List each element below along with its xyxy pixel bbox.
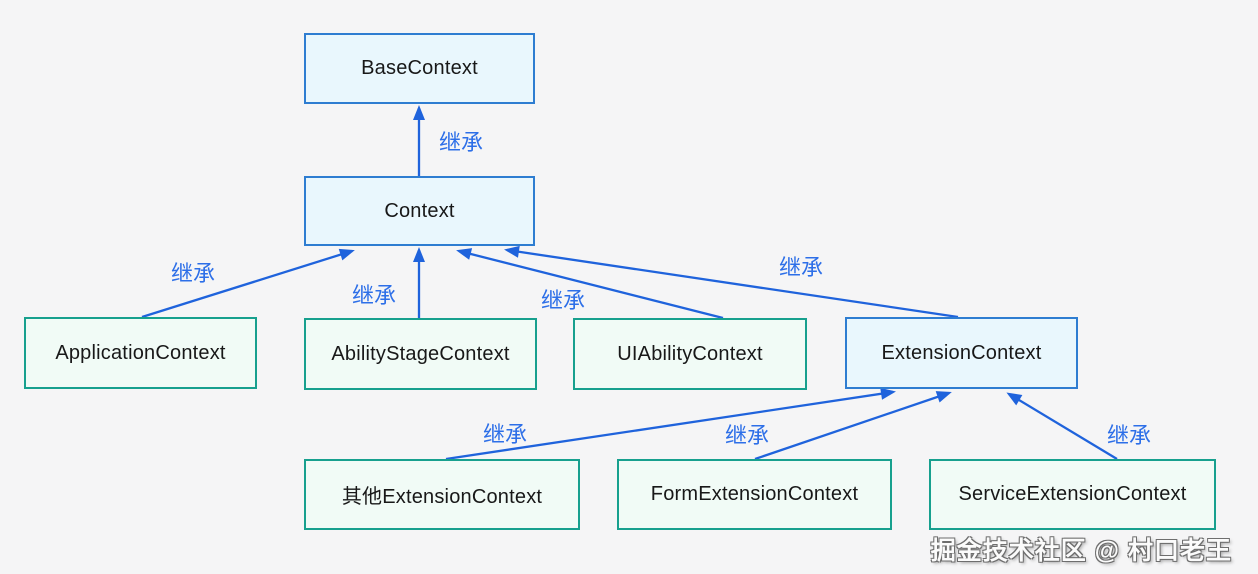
node-other-extension-context-label: 其他ExtensionContext (341, 486, 543, 508)
inherit-label: 继承 (1106, 423, 1152, 448)
node-context-label: Context (384, 199, 455, 222)
node-ability-stage-context: AbilityStageContext (304, 318, 537, 390)
node-uiability-context: UIAbilityContext (573, 318, 807, 390)
node-extension-context: ExtensionContext (845, 317, 1078, 389)
node-application-context-label: ApplicationContext (55, 341, 226, 364)
node-form-extension-context: FormExtensionContext (617, 459, 892, 530)
node-base-context: BaseContext (304, 33, 535, 104)
watermark: 掘金技术社区 @ 村口老王 (930, 537, 1232, 565)
inherit-arrow-serviceextensioncontext-to-extensioncontext (1006, 392, 1118, 460)
inherit-arrow-uiabilitycontext-to-context (456, 248, 724, 320)
inherit-label: 继承 (482, 422, 528, 447)
node-application-context: ApplicationContext (24, 317, 257, 389)
node-service-extension-context: ServiceExtensionContext (929, 459, 1216, 530)
inherit-label: 继承 (351, 283, 397, 308)
inherit-arrow-formextensioncontext-to-extensioncontext (754, 391, 952, 461)
inherit-label: 继承 (540, 288, 586, 313)
node-context: Context (304, 176, 535, 246)
node-extension-context-label: ExtensionContext (881, 341, 1042, 364)
node-uiability-context-label: UIAbilityContext (617, 342, 763, 365)
inherit-label: 继承 (438, 130, 484, 155)
inherit-label: 继承 (170, 261, 216, 286)
node-other-extension-context: 其他ExtensionContext (304, 459, 580, 530)
node-service-extension-context-label: ServiceExtensionContext (958, 483, 1187, 505)
node-ability-stage-context-label: AbilityStageContext (331, 342, 510, 365)
inherit-label: 继承 (778, 255, 824, 280)
node-form-extension-context-label: FormExtensionContext (650, 483, 859, 505)
inherit-label: 继承 (724, 423, 770, 448)
node-base-context-label: BaseContext (361, 57, 478, 79)
